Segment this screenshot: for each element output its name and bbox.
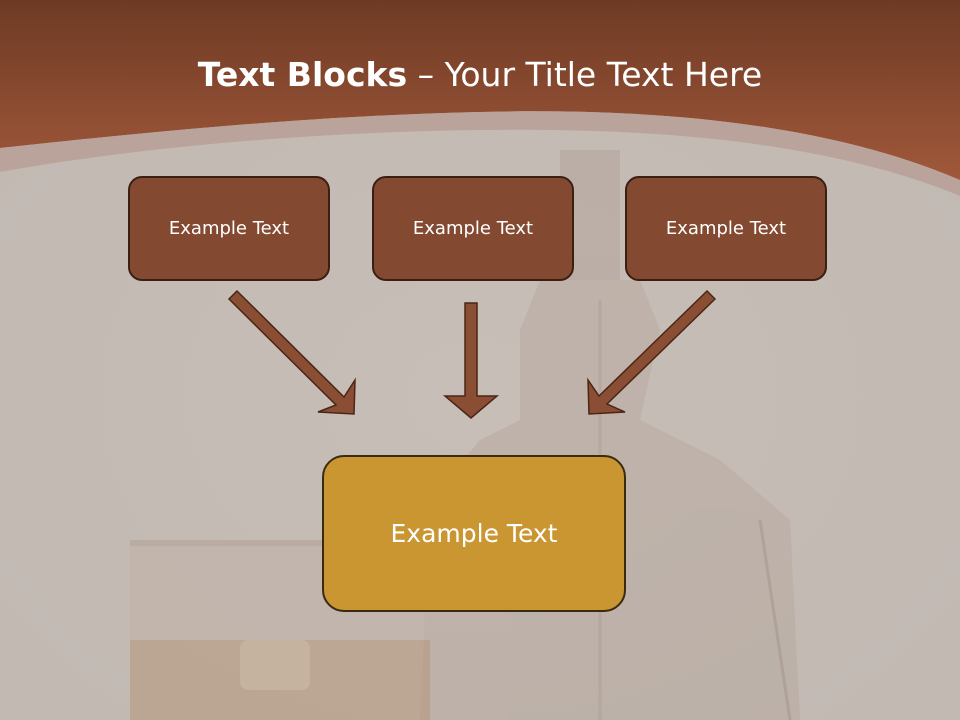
arrow-center-down [442,302,500,419]
arrow-left-diagonal [227,289,356,415]
arrow-right-diagonal [587,289,717,415]
title-rest: Your Title Text Here [444,55,763,94]
text-block-center-label: Example Text [412,218,534,239]
text-block-result: Example Text [322,455,626,612]
text-block-right-label: Example Text [665,218,787,239]
title-dash: – [407,55,445,94]
slide-title: Text Blocks – Your Title Text Here [0,52,960,98]
text-block-right: Example Text [625,176,827,281]
text-block-center: Example Text [372,176,574,281]
text-block-left: Example Text [128,176,330,281]
title-bold: Text Blocks [197,55,408,94]
text-block-result-label: Example Text [390,519,558,548]
text-block-left-label: Example Text [168,218,290,239]
